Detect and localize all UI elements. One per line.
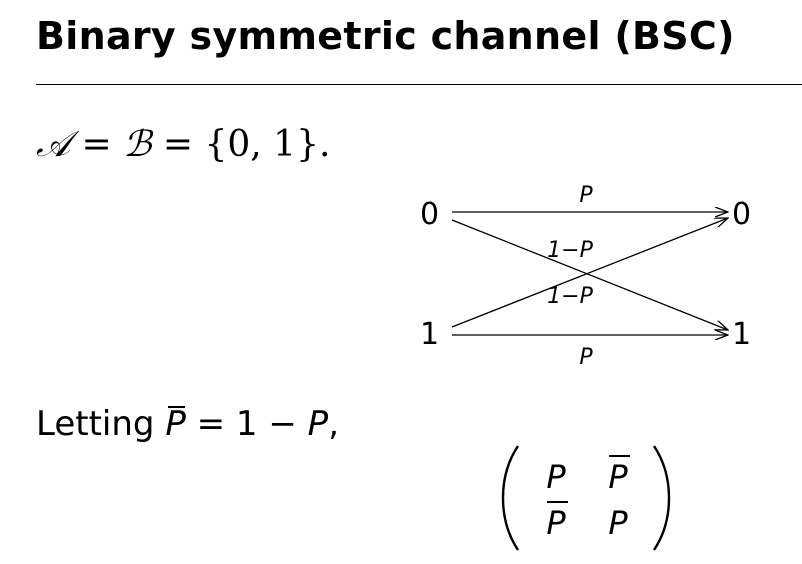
prob-label-cross-lower: 1−P [547, 284, 593, 309]
bsc-transition-diagram: 0 1 0 1 P 1−P 1−P P [410, 172, 770, 376]
slide-title: Binary symmetric channel (BSC) [36, 14, 735, 58]
arrow-1-to-0 [451, 218, 728, 328]
matrix-r2c2: P [608, 504, 628, 542]
matrix-r2c1: P [546, 504, 566, 542]
letting-middle: = 1 − [185, 404, 308, 444]
output-0-label: 0 [732, 197, 751, 232]
arrow-0-to-1 [451, 219, 728, 330]
matrix-r1c1: P [546, 458, 566, 496]
right-parenthesis [653, 445, 671, 551]
left-parenthesis [501, 445, 519, 551]
output-1-label: 1 [732, 317, 751, 352]
letting-definition: Letting P = 1 − P, [36, 404, 339, 444]
p-bar-symbol: P [165, 404, 186, 444]
input-alphabet-symbol: 𝒜 [36, 124, 71, 165]
input-1-label: 1 [420, 317, 439, 352]
matrix-r1c2: P [608, 458, 628, 496]
output-alphabet-symbol: ℬ [123, 124, 152, 165]
equals-set: = {0, 1}. [151, 124, 331, 165]
prob-label-cross-upper: 1−P [547, 238, 593, 263]
prob-label-top: P [579, 183, 593, 208]
letting-suffix: , [328, 404, 339, 444]
alphabet-definition: 𝒜 = ℬ = {0, 1}. [36, 124, 330, 166]
title-rule [36, 84, 802, 85]
transition-matrix: P P P P [496, 442, 676, 558]
input-0-label: 0 [420, 197, 439, 232]
p-symbol: P [307, 404, 329, 444]
letting-prefix: Letting [36, 404, 166, 444]
equals-1: = [70, 124, 124, 165]
prob-label-bottom: P [579, 345, 593, 370]
